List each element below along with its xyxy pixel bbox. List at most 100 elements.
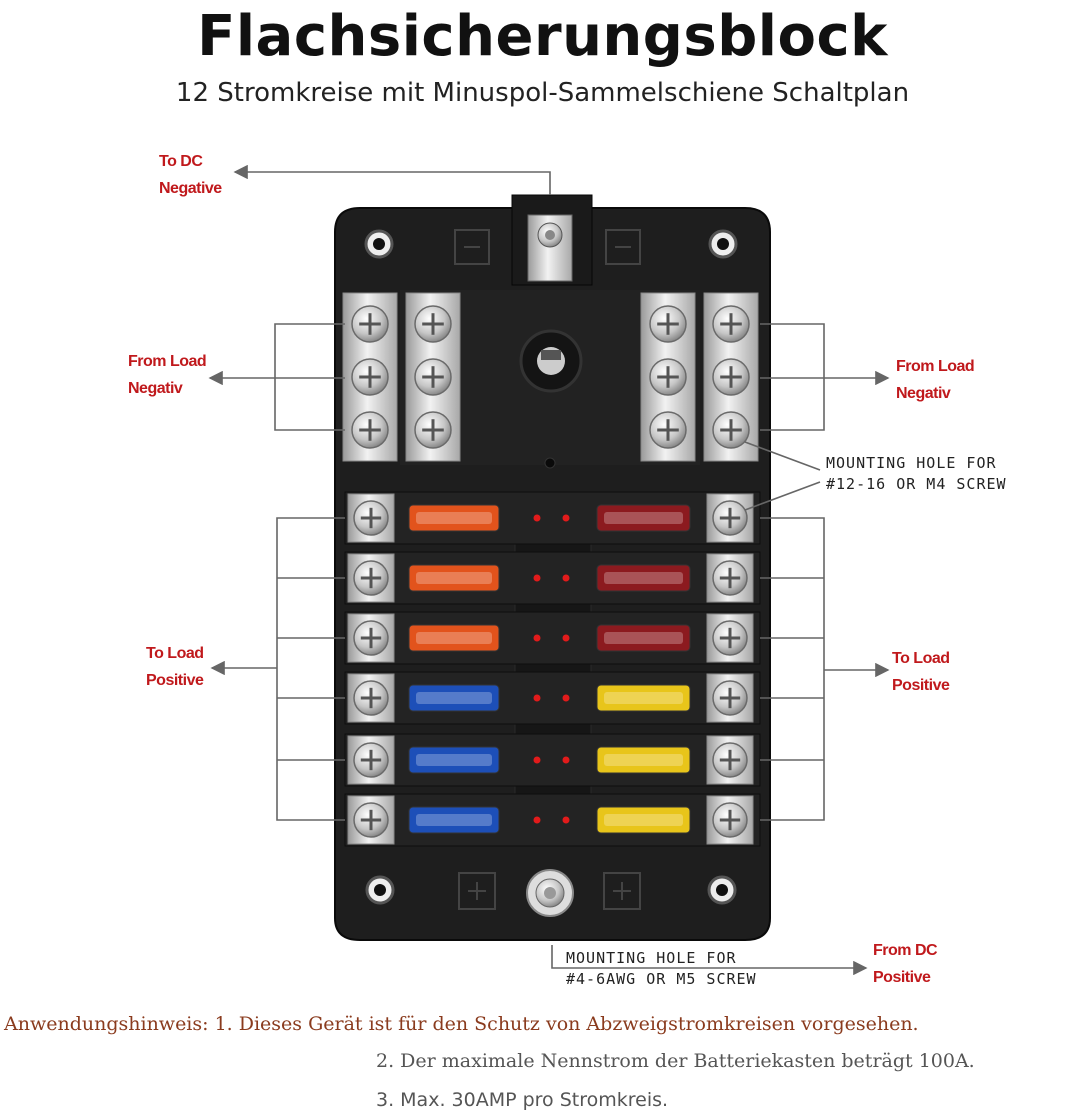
label-line: MOUNTING HOLE FOR xyxy=(566,949,737,967)
blade-fuse-left xyxy=(408,504,500,532)
led-indicator xyxy=(562,514,570,522)
led-indicator xyxy=(533,756,541,764)
label-line: #12-16 OR M4 SCREW xyxy=(826,475,1007,493)
led-indicator xyxy=(562,634,570,642)
negative-terminal-screw xyxy=(649,358,687,396)
negative-bus-stud xyxy=(527,214,573,282)
blade-fuse-right xyxy=(596,564,691,592)
label-line: Negativ xyxy=(896,385,951,402)
note-line-1: Anwendungshinweis: 1. Dieses Gerät ist f… xyxy=(4,1013,919,1035)
wire-from-dc-positive xyxy=(551,945,868,976)
positive-terminal-screw xyxy=(712,560,748,596)
fuse-row xyxy=(344,733,761,787)
center-mounting-hole xyxy=(519,329,583,393)
note-line-2: 2. Der maximale Nennstrom der Batterieka… xyxy=(376,1050,975,1072)
label-line: To DC xyxy=(159,153,203,170)
wire-to-load-positive-right xyxy=(760,517,825,821)
blade-fuse-left xyxy=(408,564,500,592)
negative-terminal-screw xyxy=(351,305,389,343)
label-line: From DC xyxy=(873,942,938,959)
label-from-dc-positive: From DC Positive xyxy=(873,937,938,991)
page-title: Flachsicherungsblock xyxy=(197,4,888,69)
negative-terminal-screw xyxy=(351,358,389,396)
blade-fuse-left xyxy=(408,624,500,652)
mounting-hole-bottom-left xyxy=(365,875,395,905)
label-line: #4-6AWG OR M5 SCREW xyxy=(566,970,757,988)
label-line: MOUNTING HOLE FOR xyxy=(826,454,997,472)
minus-symbol-right xyxy=(605,229,641,265)
wire-from-load-negative-right xyxy=(760,323,825,431)
label-line: To Load xyxy=(146,645,204,662)
fuse-row xyxy=(344,611,761,665)
blade-fuse-left xyxy=(408,806,500,834)
negative-terminal-screw xyxy=(414,358,452,396)
plus-symbol-right xyxy=(603,872,641,910)
fuse-row xyxy=(344,551,761,605)
label-line: Positive xyxy=(146,672,204,689)
led-indicator xyxy=(533,816,541,824)
label-line: To Load xyxy=(892,650,950,667)
led-indicator xyxy=(533,514,541,522)
led-indicator xyxy=(533,634,541,642)
label-mounting-hole-m4: MOUNTING HOLE FOR #12-16 OR M4 SCREW xyxy=(826,453,1007,495)
positive-terminal-screw xyxy=(353,802,389,838)
wire-from-load-negative-left xyxy=(274,323,345,431)
label-line: Positive xyxy=(873,969,931,986)
page-subtitle: 12 Stromkreise mit Minuspol-Sammelschien… xyxy=(175,78,910,108)
positive-terminal-screw xyxy=(712,680,748,716)
label-to-load-positive-left: To Load Positive xyxy=(146,640,204,694)
positive-terminal-screw xyxy=(712,620,748,656)
pointer-mounting-hole-m4 xyxy=(744,441,821,471)
led-indicator xyxy=(562,756,570,764)
blade-fuse-right xyxy=(596,504,691,532)
label-line: Negativ xyxy=(128,380,183,397)
led-indicator xyxy=(562,574,570,582)
label-line: Positive xyxy=(892,677,950,694)
label-line: From Load xyxy=(128,353,207,370)
label-to-load-positive-right: To Load Positive xyxy=(892,645,950,699)
wire-to-load-positive-left xyxy=(276,517,345,821)
mounting-hole-bottom-right xyxy=(707,875,737,905)
blade-fuse-right xyxy=(596,684,691,712)
label-from-load-negative-right: From Load Negativ xyxy=(896,353,975,407)
negative-terminal-screw xyxy=(712,305,750,343)
negative-terminal-screw xyxy=(712,411,750,449)
negative-terminal-screw xyxy=(414,411,452,449)
positive-terminal-screw xyxy=(353,620,389,656)
blade-fuse-left xyxy=(408,746,500,774)
blade-fuse-right xyxy=(596,806,691,834)
negative-terminal-screw xyxy=(414,305,452,343)
fuse-row xyxy=(344,671,761,725)
positive-terminal-screw xyxy=(712,500,748,536)
mounting-hole-top-left xyxy=(364,229,394,259)
led-indicator xyxy=(562,694,570,702)
minus-symbol-left xyxy=(454,229,490,265)
label-to-dc-negative: To DC Negative xyxy=(159,148,222,202)
positive-bus-stud xyxy=(526,869,574,917)
label-from-load-negative-left: From Load Negativ xyxy=(128,348,207,402)
positive-terminal-screw xyxy=(712,742,748,778)
note-line-3: 3. Max. 30AMP pro Stromkreis. xyxy=(376,1089,669,1111)
positive-terminal-screw xyxy=(353,500,389,536)
label-line: From Load xyxy=(896,358,975,375)
led-indicator xyxy=(562,816,570,824)
led-indicator xyxy=(533,574,541,582)
label-mounting-hole-m5: MOUNTING HOLE FOR #4-6AWG OR M5 SCREW xyxy=(566,948,757,990)
plus-symbol-left xyxy=(458,872,496,910)
positive-terminal-screw xyxy=(353,560,389,596)
negative-terminal-screw xyxy=(351,411,389,449)
blade-fuse-right xyxy=(596,746,691,774)
negative-terminal-screw xyxy=(649,411,687,449)
fuse-row xyxy=(344,491,761,545)
blade-fuse-left xyxy=(408,684,500,712)
positive-terminal-screw xyxy=(353,742,389,778)
wire-to-dc-negative xyxy=(233,164,551,195)
positive-terminal-screw xyxy=(712,802,748,838)
negative-terminal-screw xyxy=(712,358,750,396)
blade-fuse-right xyxy=(596,624,691,652)
negative-terminal-screw xyxy=(649,305,687,343)
mounting-hole-top-right xyxy=(708,229,738,259)
led-indicator xyxy=(533,694,541,702)
label-line: Negative xyxy=(159,180,222,197)
